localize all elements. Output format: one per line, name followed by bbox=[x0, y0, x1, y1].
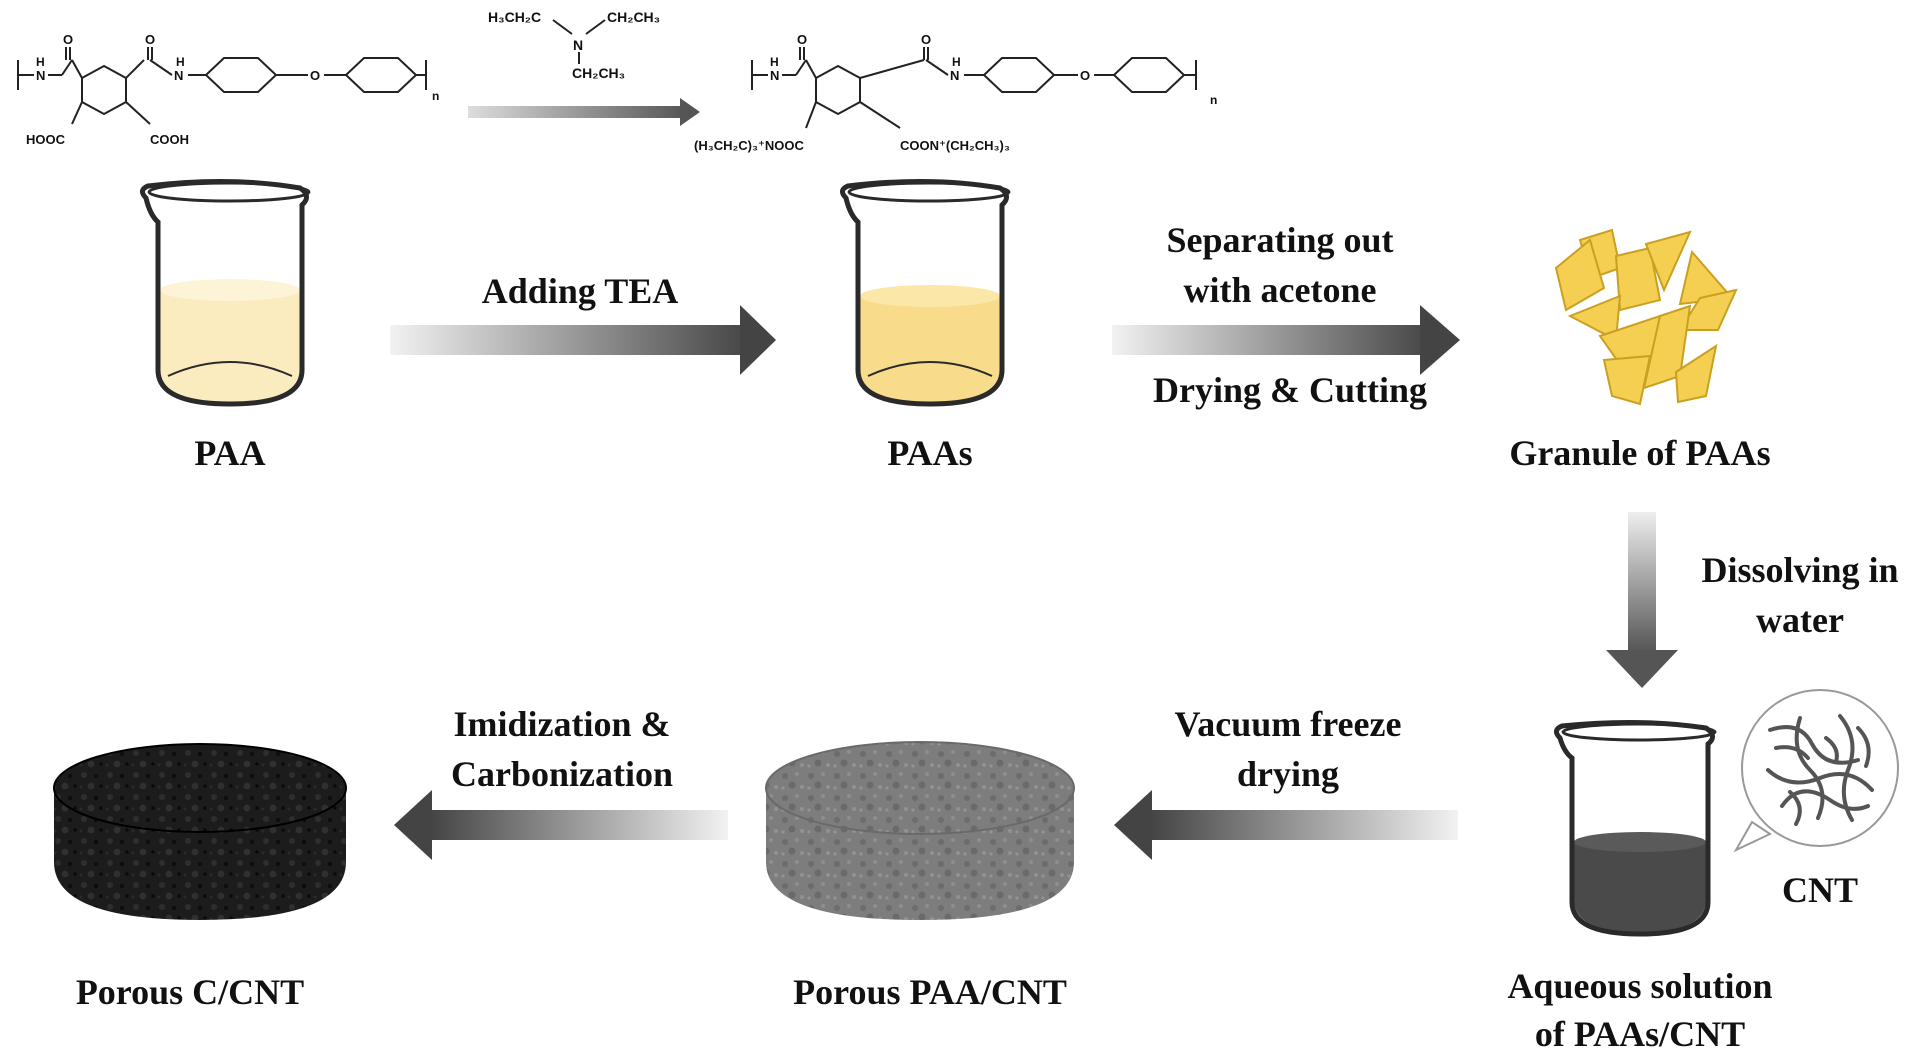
separating-label-2: with acetone bbox=[1184, 270, 1377, 310]
imidization-arrow bbox=[394, 790, 728, 860]
paa-structure: N H O O N H O n HOOC COOH bbox=[17, 32, 439, 147]
drying-cutting-label: Drying & Cutting bbox=[1153, 370, 1427, 410]
dissolving-label-2: water bbox=[1756, 600, 1844, 640]
tea-nitrogen: N bbox=[573, 37, 583, 53]
paa-nh-n: N bbox=[36, 68, 45, 83]
paa-label: PAA bbox=[194, 433, 265, 473]
paas-label: PAAs bbox=[887, 433, 972, 473]
paas-repeat-n: n bbox=[1210, 93, 1217, 107]
tea-group-2: CH₂CH₃ bbox=[607, 9, 660, 25]
paa-amide-h: H bbox=[176, 55, 185, 69]
porous-paa-cnt-disk bbox=[765, 741, 1075, 920]
tea-structure: H₃CH₂C N CH₂CH₃ CH₂CH₃ bbox=[488, 9, 660, 81]
reaction-arrow bbox=[468, 98, 700, 126]
separating-label-1: Separating out bbox=[1166, 220, 1393, 260]
cnt-label: CNT bbox=[1782, 870, 1858, 910]
cnt-bubble bbox=[1733, 689, 1899, 853]
vacuum-label-2: drying bbox=[1237, 754, 1339, 794]
paas-amide-n: N bbox=[950, 68, 959, 83]
paa-carbonyl-o2: O bbox=[145, 32, 155, 47]
paas-ether-o: O bbox=[1080, 68, 1090, 83]
separating-arrow bbox=[1112, 305, 1460, 375]
porous-c-cnt-disk bbox=[53, 743, 347, 920]
imidization-label-2: Carbonization bbox=[451, 754, 673, 794]
paa-acid-1: HOOC bbox=[26, 132, 66, 147]
tea-group-3: CH₂CH₃ bbox=[572, 65, 625, 81]
paas-carbonyl-o2: O bbox=[921, 32, 931, 47]
paas-structure: N H O O N H O n (H₃CH₂C)₃⁺NOOC COON⁺(CH₂… bbox=[694, 32, 1217, 153]
granules bbox=[1554, 228, 1738, 406]
adding-tea-label: Adding TEA bbox=[482, 271, 678, 311]
paa-amide-n: N bbox=[174, 68, 183, 83]
paa-repeat-n: n bbox=[432, 89, 439, 103]
paa-ether-o: O bbox=[310, 68, 320, 83]
paas-beaker bbox=[840, 178, 1011, 407]
tea-group-1: H₃CH₂C bbox=[488, 9, 541, 25]
vacuum-label-1: Vacuum freeze bbox=[1175, 704, 1402, 744]
dissolving-label-1: Dissolving in bbox=[1701, 550, 1898, 590]
paa-carbonyl-o1: O bbox=[63, 32, 73, 47]
imidization-label-1: Imidization & bbox=[453, 704, 670, 744]
paa-solution bbox=[160, 290, 300, 402]
dissolving-arrow bbox=[1606, 512, 1678, 688]
porous-paa-cnt-label: Porous PAA/CNT bbox=[793, 972, 1067, 1012]
paas-salt-2: COON⁺(CH₂CH₃)₃ bbox=[900, 138, 1010, 153]
aqueous-label-1: Aqueous solution bbox=[1507, 966, 1772, 1006]
paa-beaker bbox=[140, 178, 311, 407]
paas-carbonyl-o1: O bbox=[797, 32, 807, 47]
paa-acid-2: COOH bbox=[150, 132, 189, 147]
paa-nh-h: H bbox=[36, 55, 45, 69]
paas-salt-1: (H₃CH₂C)₃⁺NOOC bbox=[694, 138, 804, 153]
adding-tea-arrow bbox=[390, 305, 776, 375]
aqueous-label-2: of PAAs/CNT bbox=[1535, 1014, 1745, 1052]
porous-c-cnt-label: Porous C/CNT bbox=[76, 972, 304, 1012]
vacuum-arrow bbox=[1114, 790, 1458, 860]
aqueous-solution bbox=[1574, 842, 1706, 932]
paas-nh-h: H bbox=[770, 55, 779, 69]
paas-amide-h: H bbox=[952, 55, 961, 69]
paas-solution bbox=[860, 296, 1000, 402]
cnt-tubes bbox=[1766, 714, 1874, 826]
paas-nh-n: N bbox=[770, 68, 779, 83]
aqueous-beaker bbox=[1554, 719, 1717, 937]
granule-label: Granule of PAAs bbox=[1509, 433, 1770, 473]
